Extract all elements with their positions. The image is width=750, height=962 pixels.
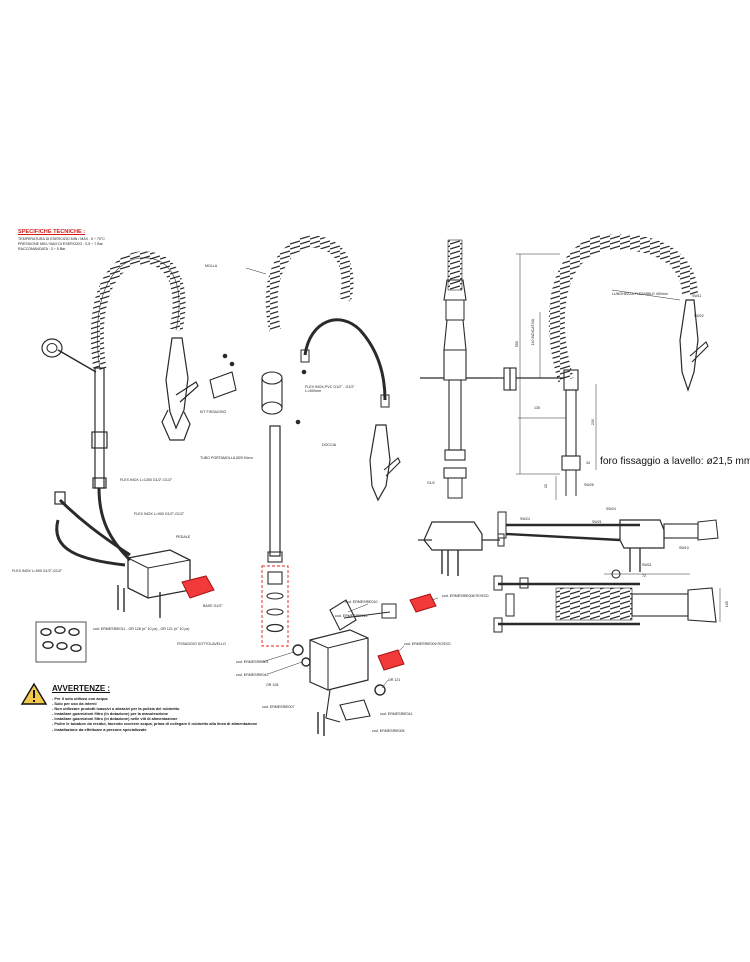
label-g12: G1/2	[427, 481, 435, 485]
code-ermesrie001: cod. ERMESRIE001	[236, 660, 269, 664]
warning-triangle-icon	[20, 682, 48, 705]
code-ermesrie042: cod. ERMESRIE042	[236, 673, 269, 677]
warning-title: AVVERTENZE :	[52, 684, 111, 693]
code-ermesrie009-rosso: cod. ERMESRIE009 ROSSO	[404, 642, 451, 646]
label-base: BASE G1/2"	[203, 604, 223, 608]
label-molla: MOLLA	[205, 264, 218, 268]
dim-135: 135	[534, 406, 540, 410]
code-ermesrie007: cod. ERMESRIE007	[262, 705, 295, 709]
warning-line-3: - Non utilizzare prodotti loassivi o abr…	[52, 706, 180, 711]
label-fissaggio-sottolavello: FISSAGGIO SOTTOLAVELLO	[177, 642, 226, 646]
specs-line-recommended: RACCOMANDATA : 3 ÷ 5 Bar	[18, 247, 66, 251]
label-sw11: SW11	[692, 294, 702, 298]
warning-line-5: - Installare guarnizioni filtro (in dota…	[52, 716, 178, 721]
label-sw24-a: SW24	[520, 517, 530, 521]
label-flex-900-b: FLEX INOX L=900 G1/2"-G1/2"	[12, 569, 63, 573]
code-ermesrie008-rosso: cod. ERMESRIE008 ROSSO	[442, 594, 489, 598]
dim-230: 230	[590, 419, 595, 426]
valve-exploded-drawing	[261, 593, 439, 736]
label-sw21-b: SW21	[642, 563, 652, 567]
specs-line-temperature: TEMPERATURA DI ESERCIZIO MIN / MAX : 5 ÷…	[18, 237, 106, 241]
left-assembly-drawing	[35, 251, 215, 663]
warning-line-6: - Pulire le tubature da residui, facendo…	[52, 721, 258, 726]
dim-72: 72	[642, 574, 646, 578]
dimensioned-side-view	[509, 233, 709, 500]
dim-34: 34	[586, 461, 590, 465]
dim-550: 550	[514, 341, 519, 348]
front-view-drawing	[418, 239, 511, 576]
code-ermesrie010: cod. ERMESRIE010	[345, 600, 378, 604]
label-sw22: SW22	[694, 314, 704, 318]
dim-165: 165	[724, 601, 729, 608]
warning-line-7: - Installazione da effettuare a persone …	[52, 727, 147, 732]
label-flex-900-a: FLEX INOX L=900 G1/2"-G1/2"	[134, 512, 185, 516]
warning-line-2: - Solo per uso da interni	[52, 701, 97, 706]
warning-line-4: - Installare guarnizioni filtro (in dota…	[52, 711, 169, 716]
dim-20: 20	[543, 484, 548, 489]
specs-line-pressure: PRESSIONE MIN / MAX DI ESERCIZIO : 0,5 ÷…	[18, 242, 103, 246]
label-tubo-portamolla: TUBO PORTAMOLLA Ø25 94cm	[200, 456, 253, 460]
label-flex-pvc: FLEX INOX-PVC G1/2" - G1/2" L=400mm	[305, 385, 355, 394]
label-sw25: SW25	[584, 483, 594, 487]
plan-view-drawing	[493, 511, 721, 633]
label-sw21-a: SW21	[592, 520, 602, 524]
label-lunghezza-flessibile: LUNGHEZZA FLESSIBILE 400mm	[612, 292, 668, 296]
label-or-121: OR 121	[388, 678, 401, 682]
code-ermesrie041: cod. ERMESRIE041	[380, 712, 413, 716]
label-pedale: PEDALE	[176, 535, 191, 539]
dim-140: 140 INDICATIVA	[531, 318, 536, 346]
gaskets-caption: cod. ERMESRIE011 - OR 128 (n° 10 pz) , O…	[93, 627, 190, 631]
label-or-128: OR 128	[266, 683, 279, 687]
label-sw24-b: SW24	[606, 507, 616, 511]
middle-exploded-drawing	[209, 235, 401, 647]
fixing-hole-note: foro fissaggio a lavello: ø21,5 mm	[600, 456, 750, 467]
code-ermesrie005: cod. ERMESRIE005	[372, 729, 405, 733]
warning-line-1: - Per il solo utilizzo con acqua	[52, 696, 108, 701]
label-flex-1300: FLEX INOX L=1300 G1/2"-G1/2"	[120, 478, 173, 482]
label-kit-fissaggio: KIT FISSAGGIO	[200, 410, 227, 414]
label-sw10: SW10	[679, 546, 689, 550]
label-doccia: DOCCIA	[322, 443, 336, 447]
code-ermesrie014: cod. ERMESRIE014	[335, 614, 368, 618]
specs-title: SPECIFICHE TECNICHE :	[18, 229, 86, 235]
